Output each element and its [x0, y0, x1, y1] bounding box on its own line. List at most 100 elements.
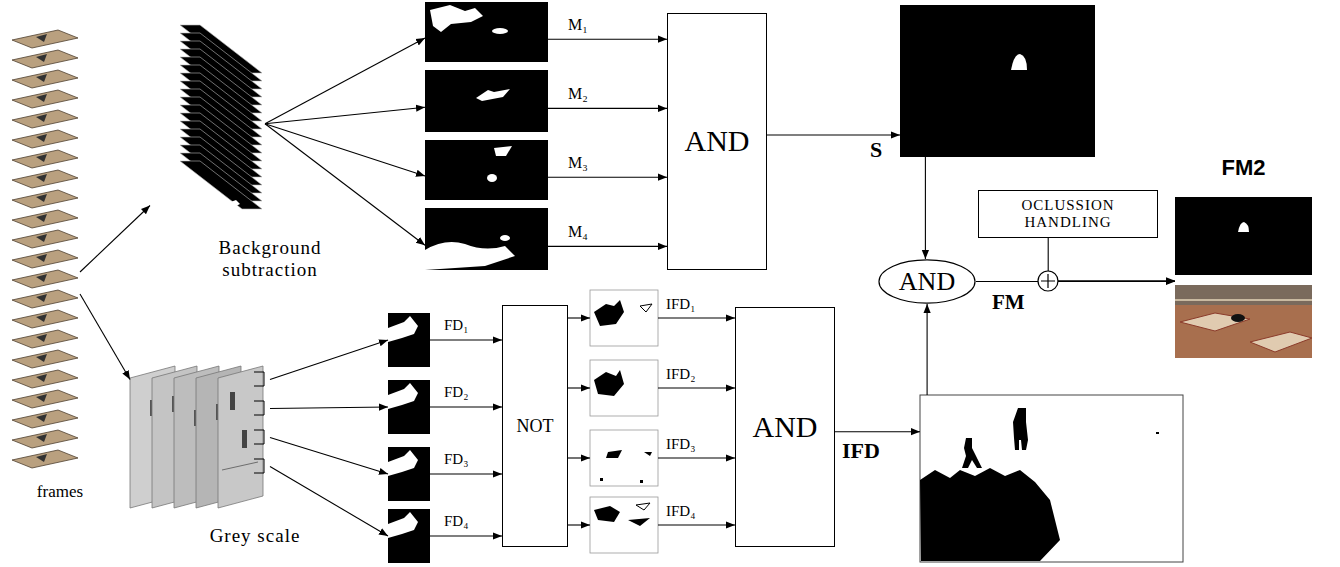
mask-stack-art — [180, 25, 262, 209]
illustration-part — [1175, 299, 1312, 301]
illustration-part — [12, 250, 78, 268]
illustration-part — [388, 313, 430, 367]
and-gate-box: AND — [667, 13, 767, 270]
illustration-part — [12, 410, 78, 428]
panel-label: M₄ — [568, 223, 608, 241]
illustration-part — [254, 372, 264, 386]
illustration-part — [12, 350, 78, 368]
illustration-part — [12, 370, 78, 388]
illustration-part — [254, 430, 264, 444]
illustration-part — [1175, 197, 1312, 275]
and-gate-box: AND — [735, 307, 835, 547]
frame-difference-image: FD₄ — [388, 509, 430, 563]
illustration-part — [920, 395, 1183, 562]
connector-arrow — [548, 39, 667, 40]
illustration-part — [600, 478, 603, 481]
inverted-difference-image: IFD₁ — [590, 290, 658, 346]
connector-arrow — [568, 317, 590, 318]
illustration-part — [640, 480, 643, 483]
illustration-part — [640, 304, 652, 312]
illustration-part — [1238, 222, 1249, 232]
illustration-part — [962, 438, 982, 468]
illustration-part — [425, 70, 548, 132]
connector-arrow — [1048, 238, 1175, 281]
inverted-difference-result: IFD — [920, 395, 1183, 562]
illustration-part — [1156, 432, 1159, 434]
connector-arrow — [548, 108, 667, 109]
connector-arrow — [568, 457, 590, 458]
panel-label: M₃ — [568, 154, 608, 172]
illustration-part — [12, 30, 78, 48]
illustration-part — [12, 230, 78, 248]
illustration-part — [1250, 332, 1312, 352]
inverted-difference-image: IFD₃ — [590, 430, 658, 486]
illustration-part — [1011, 54, 1027, 70]
grey-scale-stack: Grey scale — [130, 365, 270, 510]
sum-junction — [1038, 271, 1058, 291]
illustration-part — [1038, 271, 1058, 291]
illustration-part — [12, 90, 78, 108]
connector-arrow — [270, 340, 388, 380]
illustration-part — [254, 401, 264, 415]
illustration-part — [492, 28, 508, 34]
illustration-part — [487, 174, 497, 182]
illustration-part — [388, 509, 430, 563]
illustration-part — [628, 518, 650, 526]
inverted-result-art — [920, 395, 1183, 562]
panel-label: IFD₂ — [666, 366, 716, 383]
panel-label: S — [870, 137, 894, 162]
connector-arrow — [265, 107, 425, 124]
connector-arrow — [270, 407, 388, 409]
illustration-part — [12, 110, 78, 128]
illustration-part — [12, 270, 78, 288]
illustration-part — [606, 450, 622, 458]
difference-images — [388, 313, 430, 563]
frame-stack: frames — [10, 30, 80, 470]
ellipse-shape — [879, 260, 975, 303]
illustration-part — [500, 235, 510, 241]
panel-label: FD₄ — [444, 513, 489, 530]
illustration-part — [388, 383, 418, 409]
connector-arrow — [658, 457, 735, 458]
illustration-part — [900, 5, 1095, 157]
inverted-difference-image: IFD₄ — [590, 497, 658, 553]
connector-arrow — [925, 157, 926, 259]
illustration-part — [12, 170, 78, 188]
panel-label: IFD₁ — [666, 296, 716, 313]
mask-image: M₄ — [425, 208, 548, 270]
bracket-marks — [254, 372, 264, 473]
inverted-images — [590, 290, 658, 553]
illustration-part — [388, 447, 430, 501]
illustration-part — [920, 468, 1060, 561]
illustration-part — [1231, 314, 1245, 322]
illustration-part — [1180, 313, 1250, 331]
and-gate-ellipse: AND — [878, 259, 976, 304]
inverted-difference-image: IFD₂ — [590, 360, 658, 416]
illustration-part — [388, 512, 418, 538]
illustration-part — [594, 300, 624, 326]
illustration-part — [180, 161, 262, 209]
illustration-part — [590, 497, 658, 553]
node-label: AND — [899, 267, 955, 297]
connector-arrow — [658, 524, 735, 525]
panel-label: Grey scale — [180, 525, 330, 547]
illustration-part — [590, 290, 658, 346]
connector-arrow — [658, 317, 735, 318]
illustration-part — [218, 366, 263, 508]
panel-label: M₁ — [568, 16, 608, 34]
panel-label: Background subtraction — [185, 237, 355, 281]
illustration-part — [425, 208, 548, 270]
illustration-part — [1013, 408, 1028, 450]
illustration-part — [242, 430, 247, 448]
connector-arrow — [927, 304, 928, 395]
panel-label: FD₁ — [444, 317, 489, 334]
connector-arrow — [80, 206, 150, 273]
mask-images — [425, 2, 548, 270]
illustration-part — [12, 390, 78, 408]
illustration-part — [388, 450, 418, 476]
illustration-part — [12, 330, 78, 348]
node-label: NOT — [517, 416, 554, 437]
illustration-part — [636, 503, 650, 510]
connector-arrow — [265, 124, 425, 176]
